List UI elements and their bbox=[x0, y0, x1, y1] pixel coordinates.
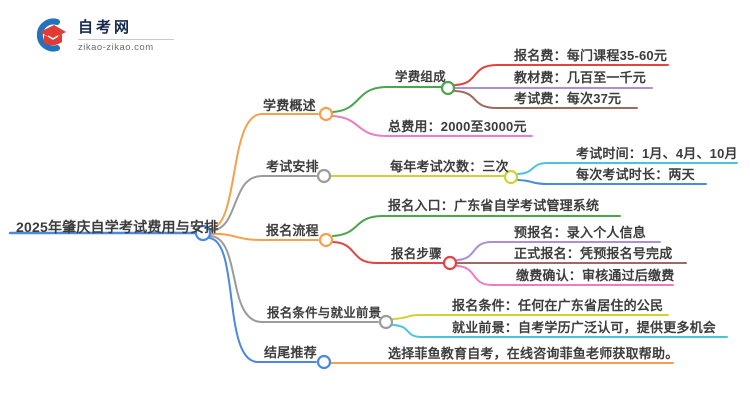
node-textbook-fee[interactable]: 教材费：几百至一千元 bbox=[514, 70, 647, 85]
branch-fee-overview bbox=[209, 113, 319, 230]
branch-reg-fee bbox=[454, 64, 669, 86]
node-formal-reg[interactable]: 正式报名：凭预报名号完成 bbox=[514, 246, 673, 261]
node-exam-schedule[interactable]: 考试安排 bbox=[266, 159, 319, 174]
branch-reg-process bbox=[209, 232, 319, 241]
node-toggle-root[interactable] bbox=[194, 224, 212, 242]
branch-exam-months bbox=[517, 162, 738, 175]
node-conditions-prospects[interactable]: 报名条件与就业前景 bbox=[267, 306, 382, 320]
branch-exam-schedule bbox=[209, 175, 317, 232]
node-exam-fee[interactable]: 考试费：每次37元 bbox=[514, 91, 622, 106]
branch-exam-fee bbox=[454, 90, 638, 109]
node-toggle-fee-composition[interactable] bbox=[440, 80, 456, 96]
logo-divider bbox=[78, 39, 174, 40]
branch-payment bbox=[456, 265, 674, 286]
branch-pre-reg bbox=[456, 241, 661, 261]
root-node-label[interactable]: 2025年肇庆自学考试费用与安排 bbox=[16, 219, 219, 235]
branch-exam-duration bbox=[517, 179, 707, 185]
site-logo[interactable]: 自考网 zikao-zikao.com bbox=[30, 16, 174, 53]
branch-fee-composition bbox=[332, 86, 442, 113]
branch-ending bbox=[208, 237, 317, 363]
node-toggle-fee-overview[interactable] bbox=[318, 106, 334, 122]
node-reg-fee[interactable]: 报名费：每门课程35-60元 bbox=[514, 48, 668, 63]
logo-graduation-cap-icon bbox=[30, 17, 68, 53]
node-toggle-reg-process[interactable] bbox=[318, 232, 334, 248]
branch-total-fee bbox=[332, 115, 533, 137]
branch-reg-steps bbox=[332, 241, 444, 264]
node-payment[interactable]: 缴费确认：审核通过后缴费 bbox=[516, 268, 675, 283]
node-fee-overview[interactable]: 学费概述 bbox=[263, 98, 316, 113]
node-reg-process[interactable]: 报名流程 bbox=[266, 223, 319, 238]
node-exam-times[interactable]: 每年考试次数：三次 bbox=[390, 159, 509, 174]
node-recommendation[interactable]: 选择菲鱼教育自考，在线咨询菲鱼老师获取帮助。 bbox=[388, 346, 679, 361]
branch-reg-entry bbox=[332, 215, 621, 237]
node-prospects[interactable]: 就业前景：自考学历广泛认可，提供更多机会 bbox=[452, 320, 717, 335]
branch-prospects bbox=[392, 324, 728, 338]
node-toggle-exam-schedule[interactable] bbox=[316, 168, 332, 184]
node-total-fee[interactable]: 总费用：2000至3000元 bbox=[388, 119, 527, 134]
logo-title: 自考网 bbox=[78, 19, 133, 36]
branch-conditions-prospects bbox=[209, 235, 379, 323]
node-fee-composition[interactable]: 学费组成 bbox=[395, 70, 446, 84]
node-reg-steps[interactable]: 报名步骤 bbox=[391, 247, 442, 261]
branch-conditions bbox=[392, 314, 669, 320]
node-reg-entry[interactable]: 报名入口：广东省自学考试管理系统 bbox=[388, 198, 600, 213]
node-toggle-conditions-prospects[interactable] bbox=[378, 314, 394, 330]
node-toggle-reg-steps[interactable] bbox=[442, 255, 458, 271]
node-conditions[interactable]: 报名条件：任何在广东省居住的公民 bbox=[452, 298, 664, 313]
node-pre-reg[interactable]: 预报名：录入个人信息 bbox=[514, 225, 647, 240]
node-toggle-ending[interactable] bbox=[316, 354, 332, 370]
node-ending[interactable]: 结尾推荐 bbox=[264, 345, 317, 360]
node-exam-months[interactable]: 考试时间：1月、4月、10月 bbox=[576, 146, 738, 161]
logo-domain: zikao-zikao.com bbox=[78, 42, 154, 53]
node-toggle-exam-times[interactable] bbox=[503, 169, 519, 185]
node-exam-duration[interactable]: 每次考试时长：两天 bbox=[576, 167, 695, 182]
